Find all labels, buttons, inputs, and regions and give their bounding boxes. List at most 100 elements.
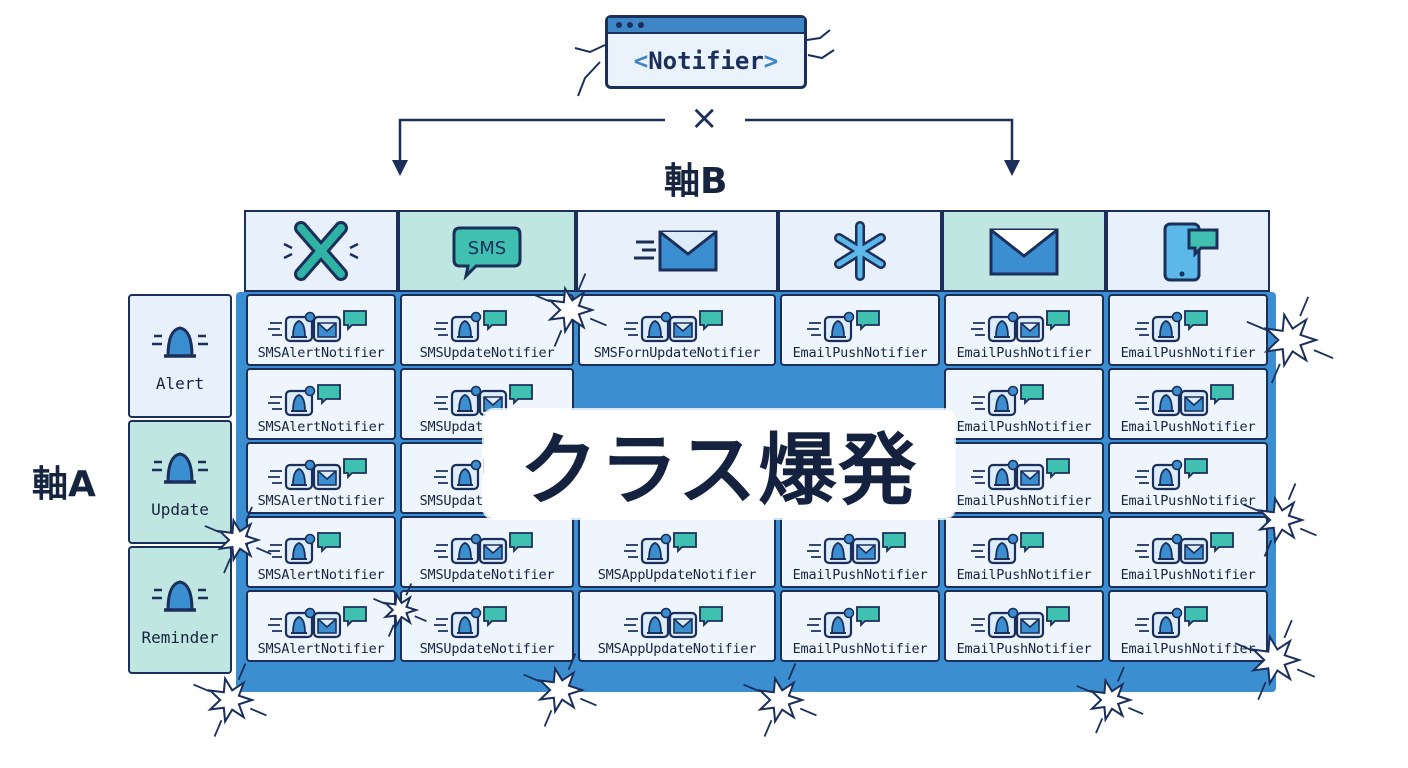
notifier-class-cell: SMSUpdateNotifier [400,516,574,588]
chat-bubble [343,310,367,332]
speed-lines [624,322,638,336]
chat-bubble [1184,310,1208,332]
fast-mail-icon [634,230,718,272]
notifier-class-cell: EmailPushNotifier [944,294,1104,366]
notifier-class-cell: EmailPushNotifier [780,516,940,588]
notifier-icon-group [624,310,723,343]
speed-lines [1135,322,1149,336]
speed-lines [807,544,821,558]
class-name-label: SMSAlertNotifier [257,641,385,657]
cell-icons [1133,307,1243,345]
chat-bubble [1210,532,1234,554]
notifier-icon-group [807,310,880,343]
row-label: Update [151,499,209,519]
notification-dot [304,459,316,471]
reminder-bell-icon [152,579,208,612]
speed-lines [268,618,282,632]
chat-bubble [343,606,367,628]
notifier-class-window: <Notifier> [605,15,807,89]
chat-bubble [1020,384,1044,406]
notifier-name: Notifier [648,47,764,75]
chat-bubble [1046,310,1070,332]
notifier-class-cell: EmailPushNotifier [944,368,1104,440]
notification-dot [1007,459,1019,471]
cell-icons [969,603,1079,641]
class-name-label: SMSFornUpdateNotifier [593,345,761,361]
window-crack-lines [574,29,835,97]
notification-dot [843,311,855,323]
notification-dot [304,533,316,545]
chat-bubble [1184,606,1208,628]
notification-dot [660,533,672,545]
cell-icons [266,603,376,641]
class-name-label: EmailPushNotifier [1120,345,1256,361]
chat-bubble [673,532,697,554]
speed-lines [971,396,985,410]
notifier-icon-group [971,310,1070,343]
notifier-icon-group [971,384,1044,417]
notifier-class-cell: EmailPushNotifier [780,590,940,662]
class-name-label: EmailPushNotifier [1120,567,1256,583]
notification-dot [1007,607,1019,619]
row-header-reminder: Reminder [128,546,232,674]
notifier-icon-group [268,606,367,639]
speed-lines [624,618,638,632]
envelope-icon [989,228,1059,276]
speed-lines [1135,544,1149,558]
window-dot [627,22,633,28]
alert-bell-icon [152,325,208,358]
notifier-class-cell: SMSAlertNotifier [246,368,396,440]
speed-lines [1135,396,1149,410]
snowflake-logo-icon [834,221,886,281]
cell-icons [1133,603,1243,641]
notifier-icon-group [1135,384,1234,417]
close-bracket: > [763,47,779,75]
notifier-icon-group [268,310,367,343]
notification-dot [660,607,672,619]
notifier-class-cell: SMSAlertNotifier [246,294,396,366]
cell-icons [969,529,1079,567]
sms-badge-text: SMS [468,238,506,259]
chat-bubble [699,606,723,628]
notifier-icon-group [434,310,507,343]
chat-bubble [317,384,341,406]
notifier-icon-group [1135,606,1208,639]
notifier-icon-group [971,458,1070,491]
notification-dot [470,607,482,619]
chat-bubble [509,532,533,554]
notification-dot [843,533,855,545]
notification-dot [1171,311,1183,323]
notifier-icon-group [434,532,533,565]
notification-dot [1007,533,1019,545]
notifier-icon-group [971,606,1070,639]
x-logo-icon [283,221,359,281]
row-header-update: Update [128,420,232,544]
notification-dot [1007,311,1019,323]
cell-icons [266,307,376,345]
notifier-class-cell: EmailPushNotifier [1108,590,1268,662]
class-name-label: EmailPushNotifier [956,641,1092,657]
row-label: Reminder [141,627,219,647]
column-header [942,210,1106,292]
cell-icons [805,603,915,641]
cross-symbol: × [690,98,719,138]
speed-lines [807,322,821,336]
right-branch-line [745,118,1014,165]
notification-dot [304,311,316,323]
class-name-label: EmailPushNotifier [1120,493,1256,509]
cell-icons [969,307,1079,345]
cell-icons [1133,455,1243,493]
chat-bubble [1184,458,1208,480]
column-header [244,210,398,292]
cell-icons [266,529,376,567]
class-name-label: SMSAppUpdateNotifier [597,567,757,583]
cell-icons [622,603,732,641]
cell-icons [622,529,732,567]
notifier-icon-group [1135,458,1208,491]
notification-dot [470,385,482,397]
notifier-icon-group [807,606,880,639]
chat-bubble [1046,606,1070,628]
notifier-icon-group [268,384,341,417]
class-name-label: SMSUpdateNotifier [419,567,555,583]
cell-icons [969,455,1079,493]
